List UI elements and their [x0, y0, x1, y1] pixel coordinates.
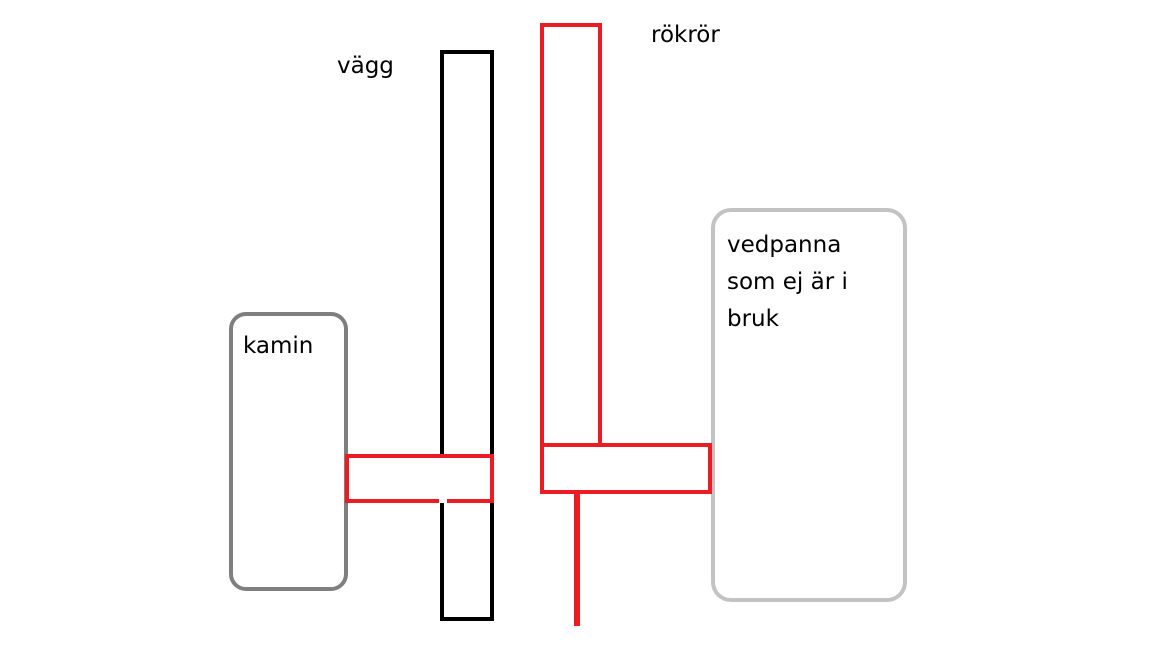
boiler-label: vedpanna som ej är i bruk — [727, 227, 848, 338]
wall-label: vägg — [337, 53, 394, 79]
notch — [439, 499, 447, 503]
stove-connector-pipe — [345, 454, 494, 503]
stove-label: kamin — [243, 333, 314, 359]
wall — [440, 50, 494, 621]
boiler-connector-pipe — [540, 443, 712, 494]
flue-pipe-label: rökrör — [651, 22, 720, 48]
boiler-label-line: vedpanna — [727, 232, 842, 258]
boiler-label-line: som ej är i — [727, 269, 848, 295]
boiler-box — [711, 208, 907, 602]
stove-box — [229, 312, 348, 591]
boiler-label-line: bruk — [727, 306, 779, 332]
flue-pipe-vertical — [540, 23, 602, 447]
